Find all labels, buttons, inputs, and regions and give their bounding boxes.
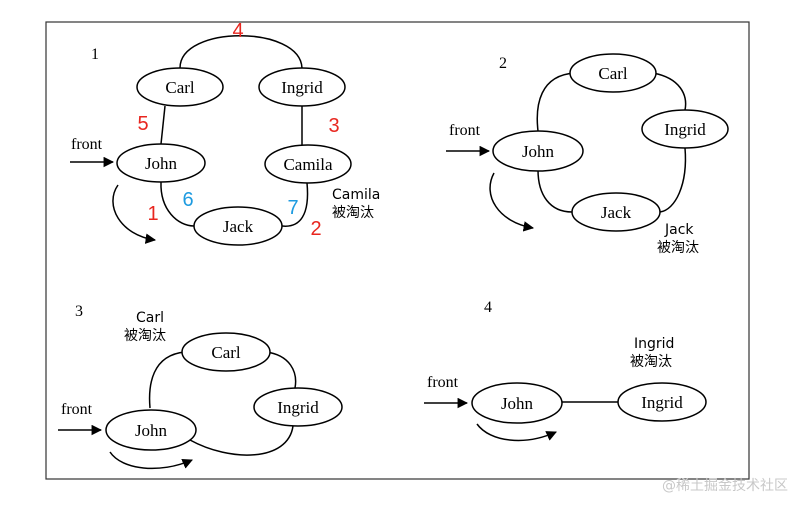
node-ingrid-label: Ingrid <box>277 398 319 417</box>
node-jack <box>193 206 283 246</box>
node-john <box>105 409 197 451</box>
node-ingrid <box>617 382 707 422</box>
node-camila-label: Camila <box>283 155 333 174</box>
eliminated-name: Carl <box>136 310 164 326</box>
eliminated-note: 被淘汰 <box>332 205 374 221</box>
link-carl-ingrid <box>265 351 297 389</box>
front-label: front <box>71 136 103 153</box>
link-carl-ingrid <box>652 72 687 111</box>
panel-3: 3 Carl Ingrid John front Carl 被淘汰 <box>58 303 343 470</box>
link-carl-john <box>536 72 576 132</box>
node-john-label: John <box>145 154 178 173</box>
panel-1: 1 Carl Ingrid John Camila Jack front 4 5… <box>70 20 380 246</box>
direction-arrow <box>476 423 557 442</box>
node-john-label: John <box>522 142 555 161</box>
node-jack-label: Jack <box>223 217 254 236</box>
step-number: 2 <box>310 218 321 240</box>
panel-1-number: 1 <box>91 46 99 63</box>
step-number: 7 <box>287 197 298 219</box>
step-number: 1 <box>147 203 158 225</box>
node-ingrid-label: Ingrid <box>281 78 323 97</box>
panel-2: 2 Carl Ingrid John Jack front Jack 被淘汰 <box>446 53 729 256</box>
watermark: @稀土掘金技术社区 <box>662 478 788 494</box>
front-label: front <box>61 401 93 418</box>
node-jack-label: Jack <box>601 203 632 222</box>
step-number: 4 <box>232 20 243 42</box>
eliminated-name: Ingrid <box>634 336 674 352</box>
direction-arrow <box>112 184 157 244</box>
eliminated-note: 被淘汰 <box>124 328 166 344</box>
node-carl <box>569 53 657 93</box>
eliminated-note: 被淘汰 <box>630 354 672 370</box>
step-number: 5 <box>137 113 148 135</box>
link-ingrid-jack <box>659 147 687 213</box>
link-ingrid-john <box>189 425 294 456</box>
node-jack <box>571 192 661 232</box>
node-john <box>116 143 206 183</box>
node-ingrid-label: Ingrid <box>664 120 706 139</box>
node-ingrid <box>253 387 343 427</box>
step-number: 6 <box>182 189 193 211</box>
link-jack-john <box>537 169 573 213</box>
link-camila-jack <box>281 182 309 227</box>
front-label: front <box>449 122 481 139</box>
panel-4: 4 John Ingrid front Ingrid 被淘汰 <box>424 299 707 442</box>
direction-arrow <box>109 451 193 470</box>
step-number: 3 <box>328 115 339 137</box>
node-carl-label: Carl <box>211 343 241 362</box>
panel-3-number: 3 <box>75 303 83 320</box>
node-camila <box>264 144 352 184</box>
link-john-carl <box>160 105 166 145</box>
eliminated-name: Jack <box>664 222 694 238</box>
node-john-label: John <box>501 394 534 413</box>
direction-arrow <box>489 172 535 232</box>
node-john-label: John <box>135 421 168 440</box>
node-carl <box>136 67 224 107</box>
diagram-frame <box>45 21 750 480</box>
eliminated-name: Camila <box>332 187 380 203</box>
front-label: front <box>427 374 459 391</box>
node-john <box>492 130 584 172</box>
node-ingrid <box>641 109 729 149</box>
node-ingrid <box>258 67 346 107</box>
node-carl-label: Carl <box>598 64 628 83</box>
panel-4-number: 4 <box>484 299 492 316</box>
node-ingrid-label: Ingrid <box>641 393 683 412</box>
panel-2-number: 2 <box>499 55 507 72</box>
node-john <box>471 382 563 424</box>
link-carl-john <box>148 351 186 409</box>
eliminated-note: 被淘汰 <box>657 240 699 256</box>
link-carl-ingrid <box>179 35 303 69</box>
link-jack-john <box>160 181 195 227</box>
node-carl-label: Carl <box>165 78 195 97</box>
node-carl <box>181 332 271 372</box>
